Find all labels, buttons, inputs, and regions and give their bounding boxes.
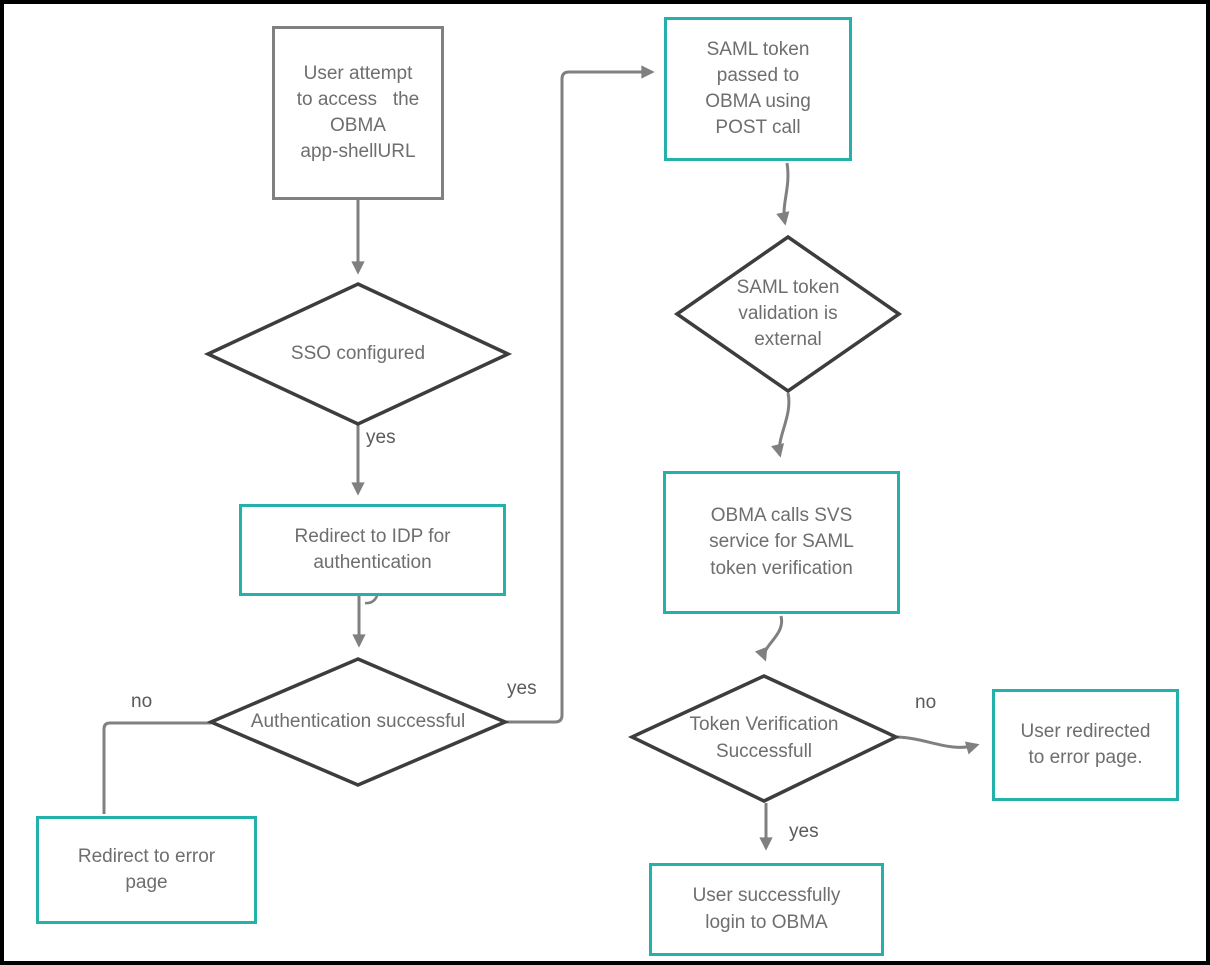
node-user-redirect-error: User redirected to error page. bbox=[992, 689, 1179, 801]
edge-svs-to-token bbox=[754, 615, 784, 662]
node-saml-post-label: SAML token passed to OBMA using POST cal… bbox=[705, 38, 811, 139]
flow-connectors-svg bbox=[102, 65, 980, 851]
node-token-verification: Token Verification Successfull bbox=[632, 676, 896, 801]
diamond-saml-validation bbox=[673, 234, 903, 394]
edge-label-sso-yes: yes bbox=[366, 427, 396, 448]
node-sso-configured: SSO configured bbox=[208, 284, 508, 424]
edge-label-token-yes: yes bbox=[789, 821, 819, 842]
edge-label-auth-no: no bbox=[131, 691, 153, 712]
node-saml-post: SAML token passed to OBMA using POST cal… bbox=[664, 17, 852, 161]
node-obma-svs: OBMA calls SVS service for SAML token ve… bbox=[663, 471, 900, 614]
diamond-sso-configured bbox=[203, 282, 513, 426]
node-user-login-label: User successfully login to OBMA bbox=[692, 885, 841, 933]
node-user-login: User successfully login to OBMA bbox=[649, 863, 884, 956]
node-token-verification-label: Token Verification Successfull bbox=[689, 714, 839, 762]
edge-auth-yes-to-saml bbox=[505, 65, 655, 724]
edge-label-auth-yes: yes bbox=[507, 678, 537, 699]
node-redirect-error: Redirect to error page bbox=[36, 816, 257, 924]
edge-auth-no-to-error bbox=[102, 721, 211, 814]
node-auth-successful: Authentication successful bbox=[211, 659, 505, 785]
node-redirect-error-label: Redirect to error page bbox=[77, 845, 216, 893]
node-obma-svs-label: OBMA calls SVS service for SAML token ve… bbox=[709, 505, 854, 579]
edge-saml-to-validation bbox=[776, 162, 790, 226]
diamond-token-verification bbox=[627, 674, 901, 803]
edge-label-token-no: no bbox=[915, 692, 937, 713]
edge-token-no-to-error bbox=[896, 735, 980, 755]
node-redirect-idp: Redirect to IDP for authentication bbox=[239, 504, 506, 596]
node-saml-validation: SAML token validation is external bbox=[677, 237, 899, 391]
node-redirect-idp-label: Redirect to IDP for authentication bbox=[294, 525, 451, 573]
node-auth-successful-label: Authentication successful bbox=[250, 710, 466, 732]
diamond-auth-successful bbox=[206, 657, 510, 787]
edge-validation-to-svs bbox=[771, 392, 791, 458]
node-user-attempt-label: User attempt to access the OBMA app-shel… bbox=[296, 62, 420, 163]
node-user-redirect-error-label: User redirected to error page. bbox=[1020, 720, 1151, 768]
node-user-attempt: User attempt to access the OBMA app-shel… bbox=[272, 26, 444, 200]
node-sso-configured-label: SSO configured bbox=[290, 342, 426, 364]
node-saml-validation-label: SAML token validation is external bbox=[736, 276, 840, 351]
